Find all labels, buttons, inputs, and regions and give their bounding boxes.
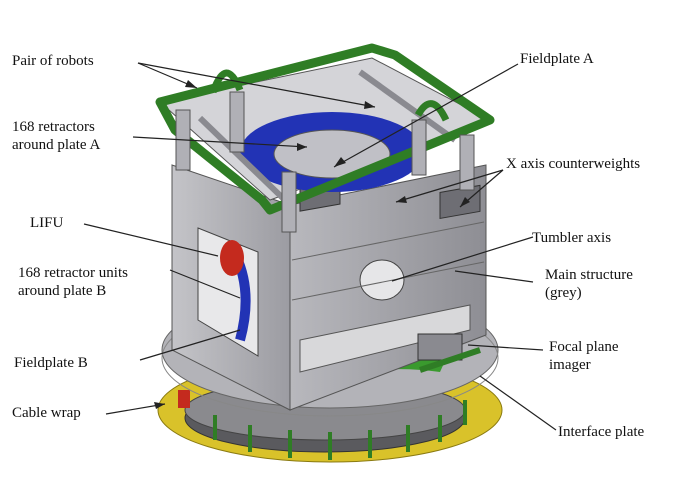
label-focal-plane-imager: Focal plane imager <box>549 339 619 373</box>
lifu-unit <box>220 240 244 276</box>
label-interface-plate: Interface plate <box>558 424 645 440</box>
label-fieldplate-a: Fieldplate A <box>520 51 594 67</box>
label-pair-of-robots: Pair of robots <box>12 53 94 69</box>
label-retractors-plate-a: 168 retractors around plate A <box>12 119 101 153</box>
label-cable-wrap: Cable wrap <box>12 405 81 421</box>
focal-plane-imager <box>417 333 481 373</box>
label-main-structure: Main structure (grey) <box>545 267 633 301</box>
top-frame <box>155 43 495 233</box>
leader-lines <box>83 62 557 431</box>
tumbler-axis-hole <box>359 259 405 301</box>
robot-handle-left <box>209 69 244 94</box>
label-tumbler-axis: Tumbler axis <box>532 230 612 246</box>
leader-arrowheads <box>154 80 470 409</box>
label-x-axis-counterweights: X axis counterweights <box>506 156 641 172</box>
robot-handle-right <box>414 100 450 122</box>
label-retractors-plate-b: 168 retractor units around plate B <box>18 265 128 299</box>
label-fieldplate-b: Fieldplate B <box>14 355 88 371</box>
label-lifu: LIFU <box>30 215 64 231</box>
